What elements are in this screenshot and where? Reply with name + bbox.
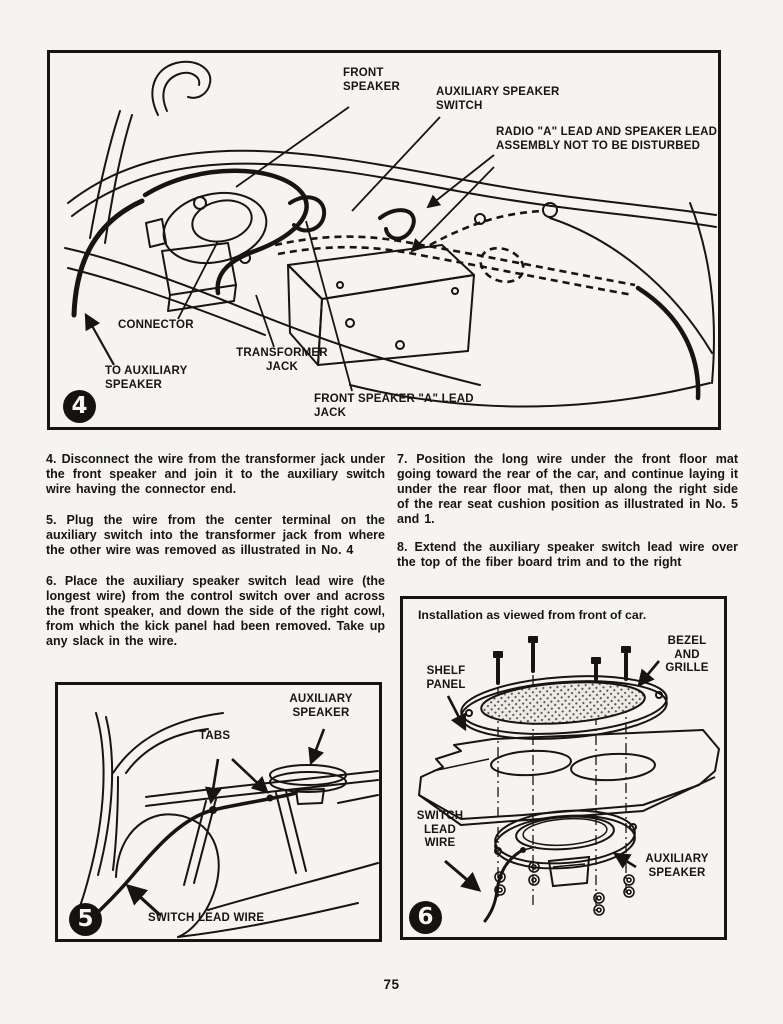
instruction-step-6: 6. Place the auxiliary speaker switch le… [46, 574, 385, 648]
right-text-column: 7. Position the long wire under the fron… [397, 452, 738, 583]
page-number: 75 [383, 977, 400, 992]
figure-4-panel: FRONT SPEAKER AUXILIARY SPEAKER SWITCH R… [47, 50, 721, 430]
figure-5-badge: 5 [69, 903, 102, 936]
label-radio-a-lead: RADIO "A" LEAD AND SPEAKER LEAD ASSEMBLY… [496, 126, 718, 152]
label-tabs: TABS [199, 730, 231, 742]
left-text-column: 4. Disconnect the wire from the transfor… [46, 452, 385, 665]
instruction-step-7: 7. Position the long wire under the fron… [397, 452, 738, 526]
label-switch-lead-wire: SWITCH LEAD WIRE [416, 810, 464, 849]
label-shelf-panel: SHELF PANEL [426, 665, 466, 691]
figure-6-panel: Installation as viewed from front of car… [400, 596, 727, 940]
label-to-auxiliary-speaker: TO AUXILIARY SPEAKER [105, 365, 188, 391]
label-transformer-jack: TRANSFORMER JACK [236, 347, 328, 373]
figure-5-panel: TABS AUXILIARY SPEAKER SWITCH LEAD WIRE … [55, 682, 382, 942]
figure-6-badge: 6 [409, 901, 442, 934]
instruction-step-5: 5. Plug the wire from the center termina… [46, 513, 385, 557]
label-auxiliary-speaker: AUXILIARY SPEAKER [289, 693, 353, 719]
label-connector: CONNECTOR [118, 319, 194, 331]
label-auxiliary-speaker-switch: AUXILIARY SPEAKER SWITCH [436, 86, 560, 112]
label-front-speaker: FRONT SPEAKER [343, 67, 400, 93]
figure-6-caption: Installation as viewed from front of car… [418, 608, 647, 622]
label-switch-lead-wire: SWITCH LEAD WIRE [148, 912, 265, 924]
label-bezel-and-grille: BEZEL AND GRILLE [665, 635, 709, 674]
figure-6-illustration [418, 636, 720, 923]
figure-4-illustration [64, 60, 717, 408]
instruction-step-4: 4. Disconnect the wire from the transfor… [46, 452, 385, 496]
instruction-step-8: 8. Extend the auxiliary speaker switch l… [397, 540, 738, 569]
figure-4-badge: 4 [63, 390, 96, 423]
label-auxiliary-speaker: AUXILIARY SPEAKER [645, 853, 709, 879]
label-front-speaker-a-lead-jack: FRONT SPEAKER "A" LEAD JACK [314, 393, 474, 419]
figure-5-illustration [75, 712, 379, 938]
